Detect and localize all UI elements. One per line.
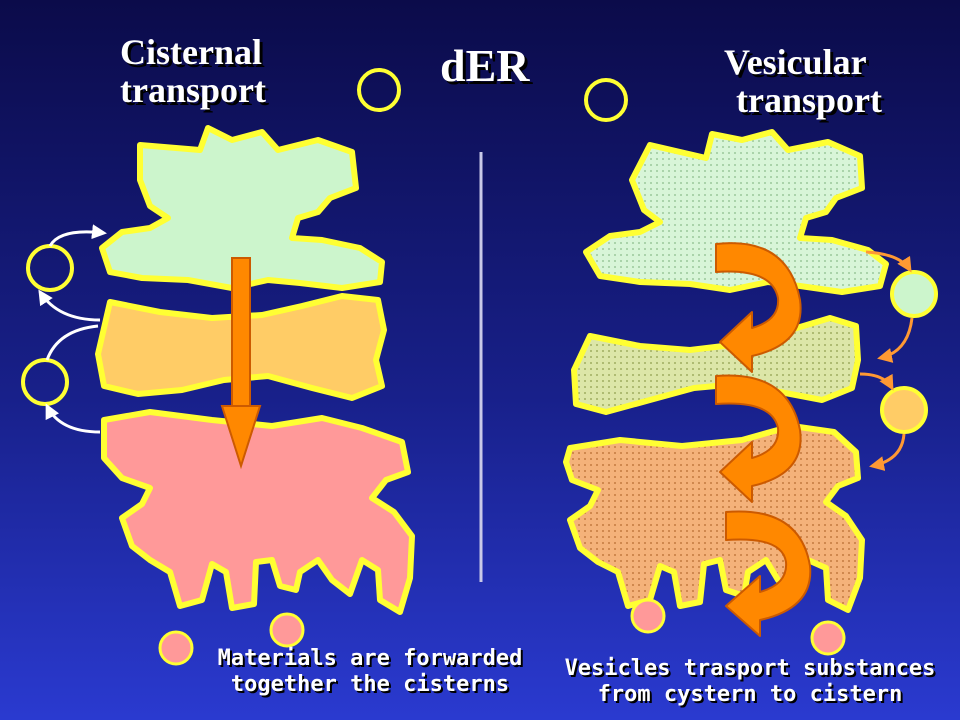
- right-golgi-stack: [563, 129, 889, 613]
- right-curved-arrow-3: [725, 510, 812, 637]
- right-vesicle-green: [890, 270, 938, 318]
- right-vesicle-bottom-2: [810, 620, 846, 656]
- vesicular-caption-line1: Vesicles trasport substances: [564, 656, 936, 681]
- right-cis-cisterna: [583, 129, 889, 295]
- left-recycle-arrow-4: [45, 403, 101, 434]
- left-recycle-arrow-3: [45, 324, 99, 361]
- left-trans-cisterna: [101, 409, 415, 615]
- left-vesicle-lower: [21, 358, 69, 406]
- cisternal-caption-line1: Materials are forwarded: [217, 646, 523, 671]
- left-vesicle-upper: [26, 244, 74, 292]
- cisternal-caption: Materials are forwarded together the cis…: [200, 646, 540, 699]
- right-side-arrow-3: [859, 372, 894, 391]
- left-cis-cisterna: [99, 125, 385, 291]
- cisternal-title-line1: Cisternal: [120, 32, 262, 72]
- right-curved-arrow-1: [715, 242, 802, 373]
- left-recycle-arrow-1: [48, 224, 107, 247]
- right-vesicle-arrows: [715, 242, 812, 637]
- right-trans-cisterna: [563, 423, 865, 613]
- cisternal-transport-title: Cisternal transport: [120, 32, 266, 110]
- vesicular-title-line2: transport: [736, 79, 882, 120]
- right-side-arrow-4: [869, 433, 906, 471]
- vesicular-caption: Vesicles trasport substances from cyster…: [560, 656, 940, 709]
- vesicular-transport-title: Vesicular transport: [724, 42, 882, 120]
- right-side-arrow-2: [877, 317, 914, 363]
- right-vesicle-bottom-1: [630, 598, 666, 634]
- der-title: dER: [440, 40, 530, 91]
- top-vesicle-left: [357, 68, 401, 112]
- right-side-arrow-1: [865, 250, 912, 273]
- left-golgi-stack: [95, 125, 415, 615]
- cisternal-title-line2: transport: [120, 69, 266, 110]
- right-curved-arrow-2: [715, 374, 802, 503]
- left-vesicle-bottom-1: [158, 630, 194, 666]
- vesicular-title-line1: Vesicular: [724, 42, 867, 82]
- vesicular-caption-line2: from cystern to cistern: [597, 682, 903, 708]
- left-forward-arrow: [220, 257, 262, 470]
- top-vesicle-right: [584, 78, 628, 122]
- left-vesicle-bottom-2: [269, 612, 305, 648]
- left-recycle-arrow-2: [38, 289, 101, 322]
- cisternal-caption-line2: together the cisterns: [230, 672, 510, 698]
- right-vesicle-yellow: [880, 386, 928, 434]
